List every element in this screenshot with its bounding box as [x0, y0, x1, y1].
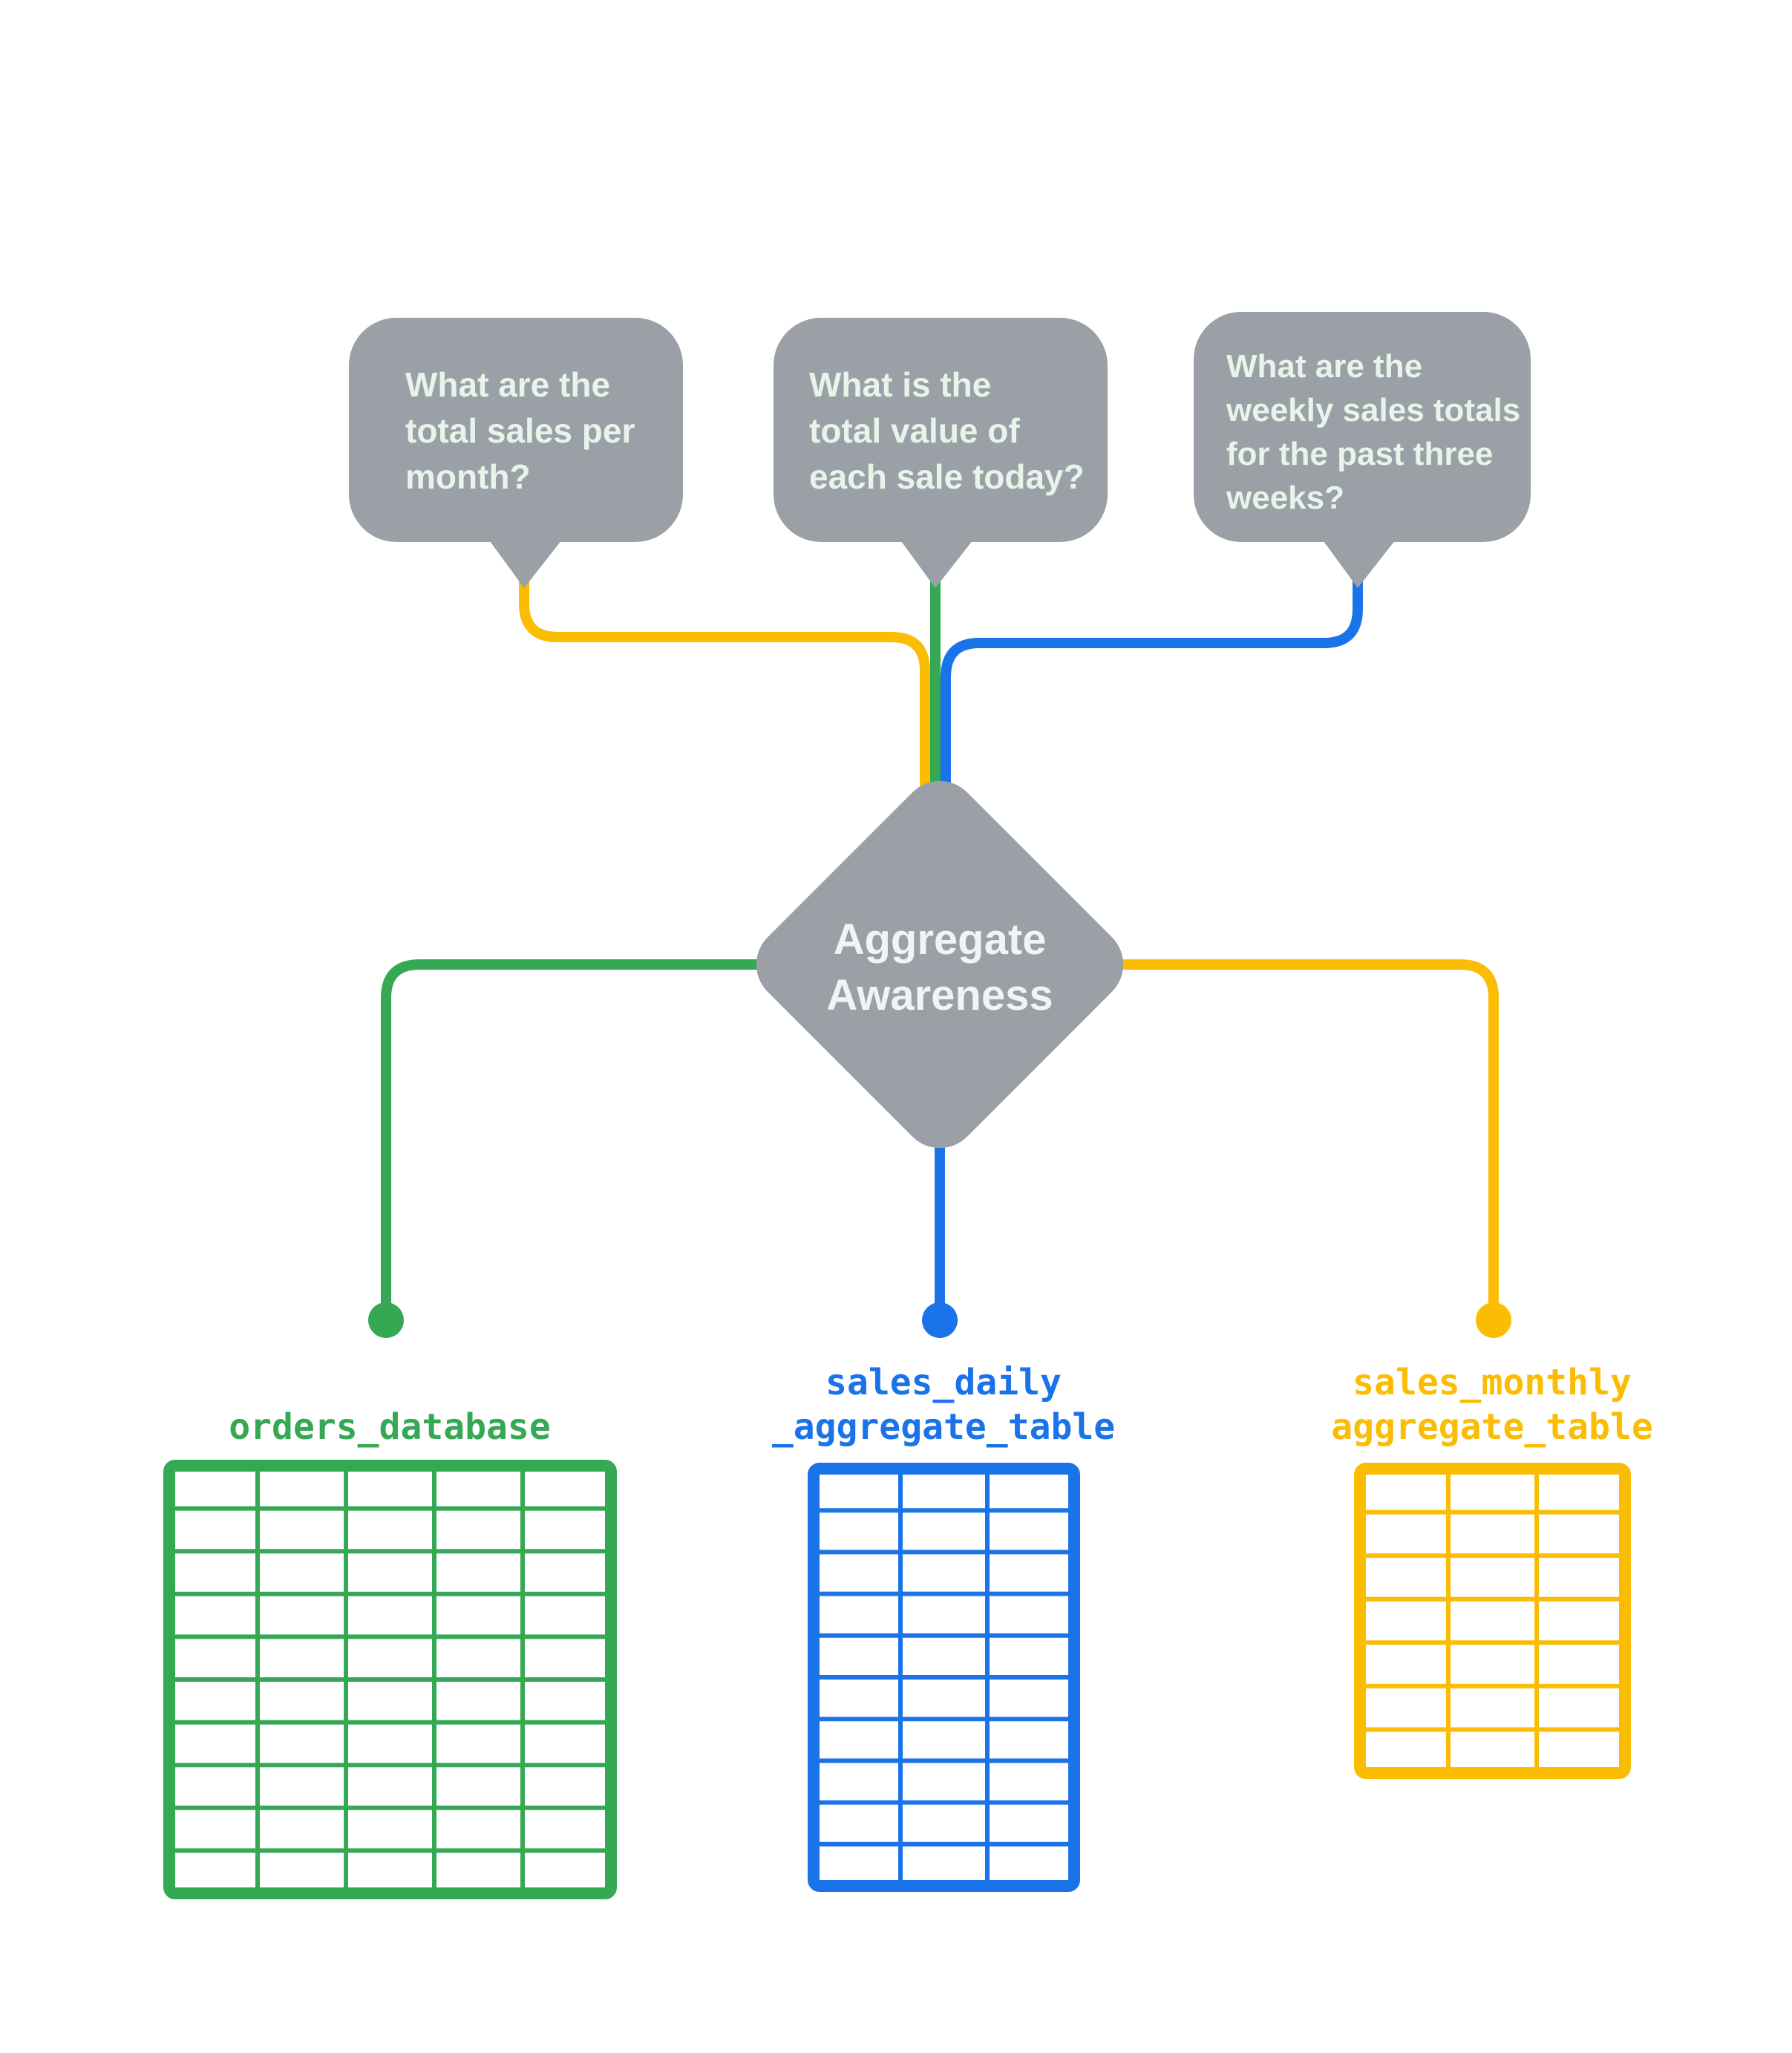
- question2-line1: What is the: [809, 365, 991, 404]
- sales-monthly-label-line2: aggregate_table: [1331, 1406, 1652, 1448]
- speech-bubble-tail: [895, 533, 978, 588]
- diamond-aggregate-awareness: Aggregate Awareness: [756, 780, 1124, 1149]
- connector-question1-to-diamond: [519, 558, 930, 832]
- question2-line3: each sale today?: [809, 457, 1085, 496]
- endpoint-dots: [368, 1302, 1511, 1338]
- sales-daily-label-line1: sales_daily: [825, 1362, 1062, 1403]
- sales-monthly-endpoint-dot: [1476, 1302, 1511, 1338]
- speech-bubble-body: [1194, 312, 1531, 542]
- connector-question3-to-diamond: [941, 558, 1363, 832]
- question3-line4: weeks?: [1226, 480, 1344, 516]
- speech-bubble-tail: [484, 533, 567, 588]
- orders-database-endpoint-dot: [368, 1302, 404, 1338]
- sales-daily-endpoint-dot: [922, 1302, 958, 1338]
- table-border: [808, 1463, 1080, 1892]
- question1-line2: total sales per: [405, 411, 635, 450]
- question3-line2: weekly sales totals: [1226, 392, 1520, 428]
- question1-line1: What are the: [405, 365, 610, 404]
- sales-monthly-aggregate-table: [1354, 1463, 1631, 1779]
- speech-bubble-body: [774, 318, 1108, 542]
- question1-line3: month?: [405, 457, 531, 496]
- table-border: [163, 1460, 617, 1899]
- table-labels: orders_database sales_daily _aggregate_t…: [229, 1362, 1652, 1448]
- diamond-shape: [756, 780, 1124, 1149]
- table-border: [1354, 1463, 1631, 1779]
- diamond-label-line2: Awareness: [826, 971, 1053, 1019]
- sales-monthly-label-line1: sales_monthly: [1353, 1362, 1632, 1403]
- speech-bubble-body: [349, 318, 683, 542]
- orders-database-table: [163, 1460, 617, 1899]
- diamond-label-line1: Aggregate: [834, 915, 1047, 964]
- connector-diamond-to-orders-database: [381, 959, 876, 1314]
- orders-database-label: orders_database: [229, 1406, 550, 1448]
- question2-line2: total value of: [809, 411, 1020, 450]
- question3-line3: for the past three: [1226, 436, 1493, 472]
- speech-bubble-question2: What is the total value of each sale tod…: [774, 318, 1108, 588]
- question3-line1: What are the: [1226, 348, 1422, 385]
- speech-bubble-tail: [1318, 533, 1401, 588]
- speech-bubble-question1: What are the total sales per month?: [349, 318, 683, 588]
- speech-bubble-question3: What are the weekly sales totals for the…: [1194, 312, 1531, 588]
- sales-daily-aggregate-table: [808, 1463, 1080, 1892]
- sales-daily-label-line2: _aggregate_table: [772, 1406, 1115, 1448]
- connector-diamond-to-sales-monthly: [1004, 959, 1499, 1314]
